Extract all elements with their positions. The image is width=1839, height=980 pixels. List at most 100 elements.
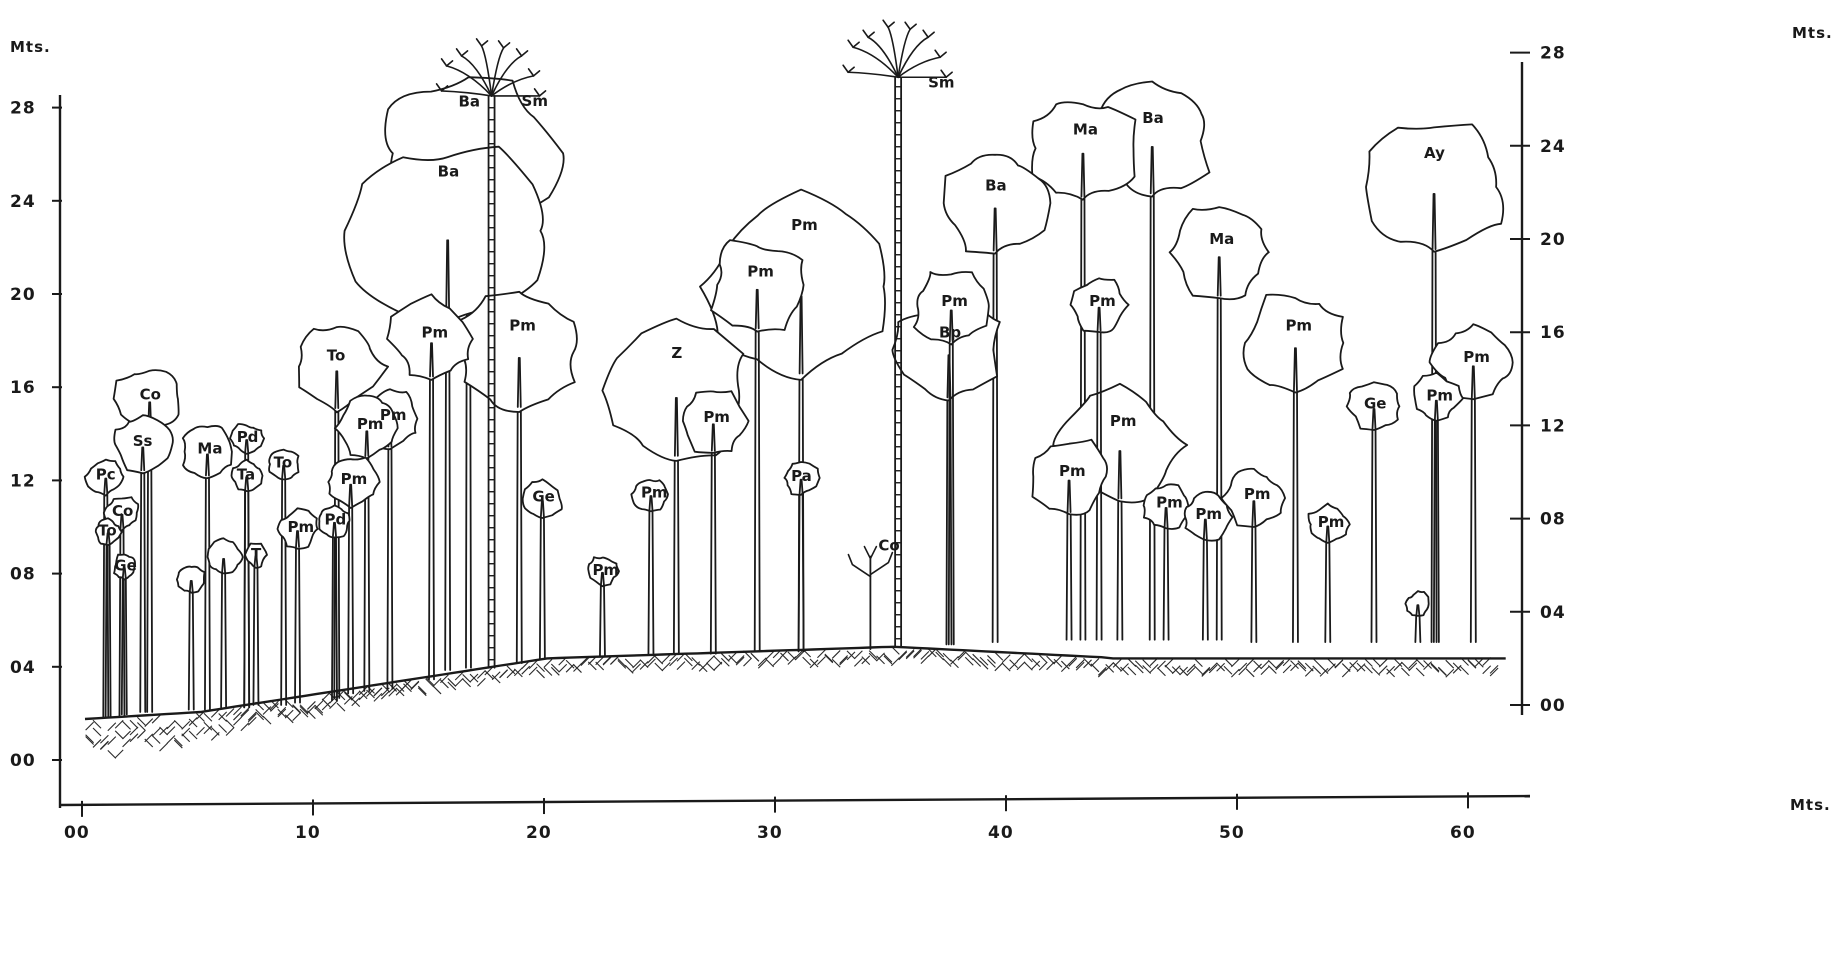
tree-trunk-inner bbox=[1433, 194, 1434, 249]
species-label: Ge bbox=[532, 488, 555, 506]
palm-frond-tip bbox=[848, 67, 854, 72]
tree-trunk bbox=[715, 437, 716, 653]
tree-trunk-inner bbox=[1416, 605, 1417, 615]
species-label: To bbox=[98, 522, 117, 540]
palm-frond-tip bbox=[517, 49, 522, 56]
tree-trunk bbox=[1255, 513, 1256, 642]
tree-trunk-inner bbox=[335, 371, 336, 408]
tree-trunk bbox=[1154, 170, 1155, 640]
left-tick-label: 12 bbox=[10, 471, 36, 491]
tree-trunk-inner bbox=[351, 485, 352, 506]
tree-trunk-inner bbox=[192, 581, 193, 592]
tree-trunk bbox=[544, 509, 545, 659]
species-label: Ge bbox=[114, 556, 136, 574]
tree-trunk-inner bbox=[143, 447, 144, 470]
species-label: Pm bbox=[341, 470, 368, 488]
species-label: Pm bbox=[1244, 485, 1271, 503]
ground bbox=[85, 646, 1506, 759]
palm-frond-tip bbox=[457, 49, 462, 56]
tree-trunk bbox=[1207, 529, 1208, 640]
tree-trunk bbox=[281, 472, 282, 705]
tree-trunk-inner bbox=[337, 371, 338, 408]
species-label: Pm bbox=[641, 483, 668, 501]
species-label: Pm bbox=[1426, 386, 1453, 404]
species-label: Pm bbox=[1285, 316, 1312, 334]
tree-trunk bbox=[1325, 534, 1326, 642]
bottom-axis: Mts. 00102030405060 bbox=[60, 792, 1831, 843]
tree-trunk bbox=[348, 495, 349, 693]
tree-trunk-inner bbox=[448, 240, 449, 315]
tree-trunk bbox=[950, 376, 951, 644]
species-label: T bbox=[251, 545, 262, 563]
tree-trunk bbox=[600, 579, 601, 656]
right-tick-label: 28 bbox=[1540, 44, 1566, 64]
palm-frond-tip bbox=[447, 61, 453, 66]
species-label: To bbox=[327, 347, 346, 365]
ground-fill bbox=[85, 647, 1506, 759]
tree-trunk bbox=[1067, 496, 1068, 639]
tree-trunk bbox=[338, 390, 339, 698]
tree-trunk-inner bbox=[800, 296, 801, 373]
species-label: Pm bbox=[509, 316, 536, 334]
tree-trunk bbox=[221, 566, 222, 707]
tree-trunk-inner bbox=[677, 398, 678, 456]
tree bbox=[177, 567, 205, 710]
right-axis: Mts. 0004081216202428 bbox=[1510, 24, 1833, 716]
species-label: Ma bbox=[1073, 121, 1098, 139]
palm-frond-tip bbox=[905, 22, 910, 29]
tree-trunk bbox=[946, 376, 947, 644]
tree bbox=[1405, 591, 1428, 642]
tree-trunk bbox=[387, 434, 388, 688]
palm-frond-tip bbox=[868, 32, 874, 37]
tree bbox=[1170, 207, 1269, 640]
tree-trunk-inner bbox=[1083, 154, 1084, 197]
species-label: Pm bbox=[380, 406, 407, 424]
species-label: Ba bbox=[1142, 109, 1164, 127]
species-label: Pc bbox=[96, 466, 116, 484]
tree-trunk bbox=[334, 390, 335, 698]
tree-trunk-inner bbox=[1120, 451, 1121, 498]
tree-trunk-inner bbox=[758, 290, 759, 329]
tree-trunk-inner bbox=[1435, 194, 1436, 249]
tree-trunk bbox=[803, 487, 804, 652]
tree-trunk-inner bbox=[1254, 501, 1255, 526]
tree-trunk bbox=[332, 529, 333, 700]
tree-trunk bbox=[1375, 419, 1376, 642]
tree-trunk bbox=[140, 459, 141, 712]
tree bbox=[208, 538, 243, 707]
left-axis: Mts. 0004081216202428 bbox=[10, 38, 62, 808]
palm-frond-tip bbox=[522, 51, 528, 56]
palm-frond-tip bbox=[529, 69, 534, 76]
species-label: Co bbox=[878, 537, 899, 555]
tree-trunk-inner bbox=[1472, 366, 1473, 398]
tree-trunk bbox=[189, 587, 190, 710]
tree bbox=[848, 547, 892, 650]
bottom-tick-label: 40 bbox=[988, 823, 1014, 843]
species-label: Pm bbox=[592, 561, 619, 579]
tree-trunk-inner bbox=[714, 424, 715, 450]
tree-trunk bbox=[248, 483, 249, 707]
tree-trunk-inner bbox=[1296, 348, 1297, 390]
species-label: Z bbox=[671, 344, 682, 362]
tree-trunk-inner bbox=[520, 358, 521, 407]
tree bbox=[278, 508, 318, 702]
tree-trunk-inner bbox=[1153, 147, 1154, 194]
species-label: Pm bbox=[703, 408, 730, 426]
tree-trunk bbox=[1432, 222, 1433, 643]
tree-trunk bbox=[711, 437, 712, 653]
species-label: Ss bbox=[133, 432, 153, 450]
right-tick-label: 20 bbox=[1540, 230, 1566, 250]
tree-trunk bbox=[517, 382, 518, 663]
tree-trunk-inner bbox=[430, 343, 431, 376]
tree-trunk bbox=[391, 434, 392, 688]
right-axis-unit: Mts. bbox=[1792, 24, 1833, 42]
tree-trunk bbox=[1436, 222, 1437, 643]
left-tick-label: 08 bbox=[10, 565, 36, 585]
tree-trunk-inner bbox=[1118, 451, 1119, 498]
tree bbox=[944, 155, 1051, 642]
tree-trunk bbox=[144, 459, 145, 712]
tree bbox=[269, 450, 298, 705]
tree-trunk bbox=[1475, 382, 1476, 642]
species-label: Co bbox=[112, 502, 133, 520]
tree-trunk-inner bbox=[712, 424, 713, 450]
